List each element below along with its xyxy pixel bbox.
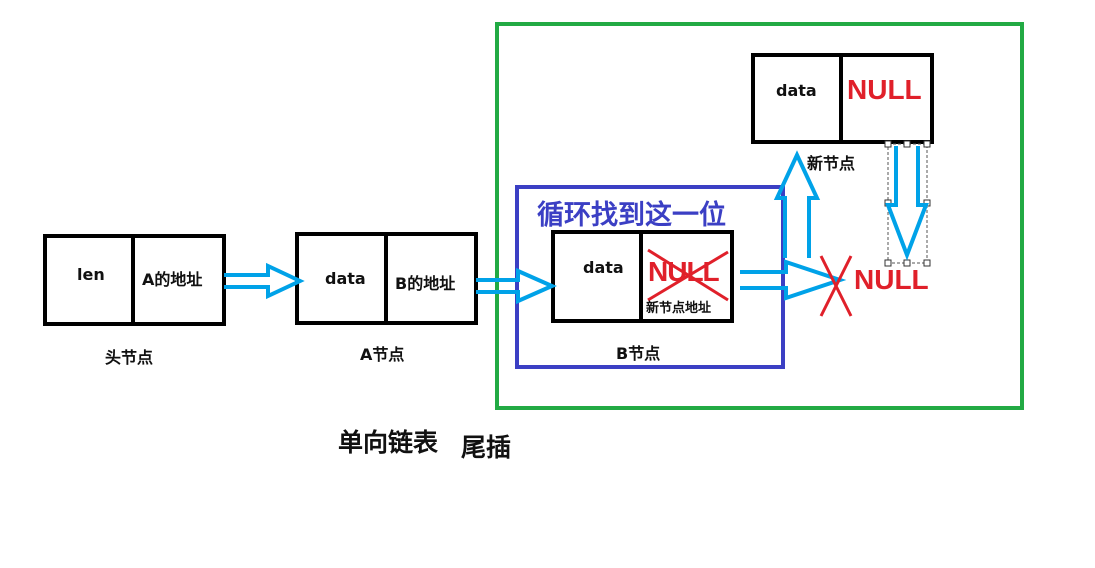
head-node-box xyxy=(43,234,226,326)
old-null-cross-mark xyxy=(819,255,853,317)
a-node-address-field: B的地址 xyxy=(395,274,456,293)
arrow-b-to-null xyxy=(740,259,847,301)
a-node-data-field: data xyxy=(325,269,366,288)
b-node-data-field: data xyxy=(583,258,624,277)
crossed-null-label: NULL xyxy=(854,264,929,295)
diagram-title: 单向链表 xyxy=(338,428,439,457)
head-node-address-field: A的地址 xyxy=(142,270,203,289)
a-node-label: A节点 xyxy=(360,345,405,364)
arrow-new-node-down xyxy=(885,146,929,261)
b-node-box xyxy=(551,230,734,323)
loop-caption: 循环找到这一位 xyxy=(537,200,726,231)
arrow-b-to-new-node xyxy=(773,150,821,258)
b-node-old-null: NULL xyxy=(648,256,720,287)
head-node-label: 头节点 xyxy=(105,348,154,367)
b-node-new-address: 新节点地址 xyxy=(646,301,712,316)
b-node-label: B节点 xyxy=(616,344,661,363)
arrow-head-to-a xyxy=(224,262,305,300)
new-node-data-field: data xyxy=(776,81,817,100)
arrow-a-to-b xyxy=(476,267,557,305)
diagram-subtitle: 尾插 xyxy=(461,433,512,462)
b-null-cross-mark xyxy=(647,248,729,302)
tail-insert-region-frame xyxy=(495,22,1024,410)
new-node-label: 新节点 xyxy=(807,154,856,173)
head-node-len-field: len xyxy=(77,265,105,284)
new-node-box xyxy=(751,53,934,144)
new-node-null-field: NULL xyxy=(847,74,922,105)
